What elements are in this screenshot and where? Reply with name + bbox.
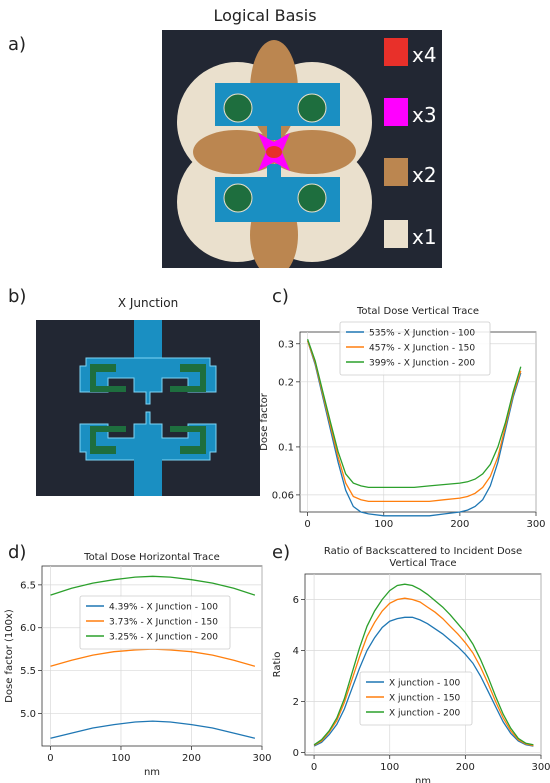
- chart-c-y-tick-label: 0.2: [278, 377, 294, 388]
- chart-e-plot-area: [304, 573, 542, 756]
- chart-e-x-axis-label: nm: [415, 776, 431, 783]
- chart-e-y-tick-label: 4: [293, 646, 299, 657]
- chart-d-y-tick-label: 5.0: [20, 709, 36, 720]
- chart-e-y-tick-label: 6: [293, 595, 299, 606]
- legend-swatch-x1: [384, 220, 408, 248]
- chart-d-plot-area: [41, 565, 263, 747]
- chart-c-y-tick-label: 0.1: [278, 442, 294, 453]
- chart-d-y-tick-label: 5.5: [20, 666, 36, 677]
- contact-pad-bottom-right: [170, 426, 206, 454]
- chart-c-y-axis-label: Dose factor: [259, 392, 270, 451]
- chart-d-series-line: [50, 720, 256, 739]
- x4-region: [266, 146, 282, 158]
- chart-e-legend-label: X junction - 100: [389, 679, 461, 689]
- chart-d-series-line: [50, 575, 256, 596]
- contact-pad-top-left: [90, 364, 126, 392]
- x-junction-figure: [36, 320, 260, 496]
- panel-b-label: b): [8, 286, 27, 307]
- chart-e-y-axis-label: Ratio: [272, 652, 283, 678]
- chart-e-x-tick-label: 100: [380, 762, 399, 773]
- panel-a-title: Logical Basis: [213, 6, 317, 25]
- chart-e-title: Vertical Trace: [389, 558, 456, 569]
- legend-label-x1: x1: [412, 225, 437, 249]
- chart-d-x-axis-label: nm: [144, 767, 160, 778]
- chart-e-x-tick-label: 0: [311, 762, 317, 773]
- chart-c-series-line: [306, 338, 522, 489]
- chart-c-legend-label: 457% - X Junction - 150: [369, 344, 475, 354]
- chart-e-legend-label: X junction - 150: [389, 694, 461, 704]
- contact-pad: [223, 93, 253, 123]
- chart-e-series-line: [313, 616, 534, 747]
- junction-bottom-arm: [134, 458, 162, 496]
- chart-e-legend-label: X junction - 200: [389, 709, 461, 719]
- chart-c-legend: [339, 321, 491, 376]
- chart-e-x-tick-label: 200: [456, 762, 475, 773]
- junction-top-stem: [267, 126, 281, 140]
- chart-e: Ratio of Backscattered to Incident DoseV…: [272, 546, 550, 783]
- chart-e-series-line: [313, 583, 534, 746]
- legend-swatch-x3: [384, 98, 408, 126]
- chart-c-x-tick-label: 200: [450, 519, 469, 530]
- legend-label-x4: x4: [412, 43, 437, 67]
- chart-d-y-axis-label: Dose factor (100x): [4, 609, 15, 703]
- contact-pad-bottom-left: [90, 426, 126, 454]
- chart-c-title: Total Dose Vertical Trace: [356, 306, 479, 317]
- contact-pad: [223, 183, 253, 213]
- chart-d-legend-label: 3.73% - X Junction - 150: [109, 618, 218, 628]
- legend-label-x3: x3: [412, 103, 437, 127]
- legend-swatch-x4: [384, 38, 408, 66]
- chart-c-series-line: [306, 340, 522, 503]
- chart-c-legend-label: 399% - X Junction - 200: [369, 359, 475, 369]
- chart-d-x-tick-label: 100: [111, 753, 130, 764]
- x2-region: [193, 130, 281, 174]
- chart-c-legend-label: 535% - X Junction - 100: [369, 329, 475, 339]
- chart-c-series-line: [306, 340, 522, 517]
- chart-d-legend-label: 3.25% - X Junction - 200: [109, 633, 218, 643]
- chart-e-y-tick-label: 2: [293, 697, 299, 708]
- chart-e-y-tick-label: 0: [293, 748, 299, 759]
- chart-d-x-tick-label: 0: [47, 753, 53, 764]
- chart-e-legend: [359, 671, 473, 726]
- logical-basis-figure: x4 x3 x2 x1: [162, 30, 442, 268]
- chart-c-x-tick-label: 100: [374, 519, 393, 530]
- x2-region: [268, 130, 356, 174]
- panel-d-label: d): [8, 542, 27, 563]
- chart-d-x-tick-label: 300: [252, 753, 271, 764]
- chart-d-legend-label: 4.39% - X Junction - 100: [109, 603, 218, 613]
- chart-d-y-tick-label: 6.0: [20, 623, 36, 634]
- panel-b-title: X Junction: [117, 296, 179, 310]
- chart-e-series-line: [313, 597, 534, 747]
- panel-a-label: a): [8, 34, 27, 55]
- chart-d-x-tick-label: 200: [182, 753, 201, 764]
- junction-top-arm: [134, 320, 162, 360]
- legend-label-x2: x2: [412, 163, 437, 187]
- junction-bottom-stem: [267, 164, 281, 177]
- panel-c-label: c): [272, 286, 289, 307]
- chart-e-x-tick-label: 300: [531, 762, 550, 773]
- chart-d: Total Dose Horizontal Trace 0 100 200 300 5.0…: [4, 552, 272, 778]
- legend-swatch-x2: [384, 158, 408, 186]
- contact-pad: [297, 183, 327, 213]
- contact-pad-top-right: [170, 364, 206, 392]
- contact-pad: [297, 93, 327, 123]
- chart-c: Total Dose Vertical Trace 0 100 200 300 0.06 0…: [259, 306, 546, 530]
- chart-d-y-tick-label: 6.5: [20, 580, 36, 591]
- panel-e-label: e): [272, 542, 291, 563]
- chart-c-y-tick-label: 0.06: [272, 490, 294, 501]
- chart-d-legend: [79, 595, 231, 650]
- chart-c-x-tick-label: 300: [526, 519, 545, 530]
- chart-e-title: Ratio of Backscattered to Incident Dose: [324, 546, 522, 557]
- chart-c-y-tick-label: 0.3: [278, 339, 294, 350]
- chart-d-title: Total Dose Horizontal Trace: [83, 552, 220, 563]
- chart-c-x-tick-label: 0: [304, 519, 310, 530]
